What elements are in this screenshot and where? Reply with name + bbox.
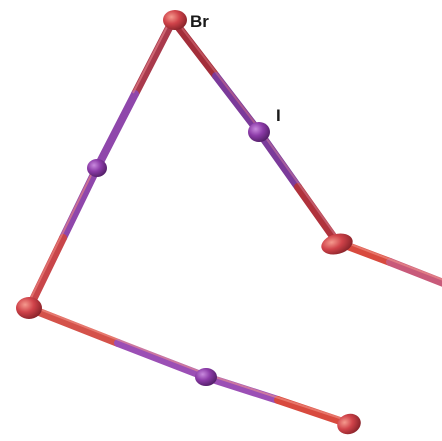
atom-br bbox=[163, 10, 187, 30]
atom-i bbox=[248, 122, 270, 142]
bond-br-to-i bbox=[169, 16, 263, 136]
atom-2 bbox=[87, 159, 107, 177]
atom-label-br: Br bbox=[190, 12, 209, 31]
atom-4 bbox=[195, 368, 217, 386]
bond-atom-6-to-edge bbox=[333, 238, 442, 287]
bond-atom-3-to-atom-4 bbox=[25, 304, 210, 381]
bond-atom-2-to-atom-3 bbox=[25, 164, 101, 312]
atom-5 bbox=[337, 413, 361, 435]
atom-label-i: I bbox=[276, 106, 281, 125]
bond-i-to-atom-6 bbox=[255, 128, 341, 246]
bond-atom-4-to-atom-5 bbox=[202, 373, 353, 428]
atom-6 bbox=[321, 233, 353, 255]
bond-br-to-atom-2 bbox=[93, 16, 177, 172]
atom-3 bbox=[16, 297, 42, 319]
